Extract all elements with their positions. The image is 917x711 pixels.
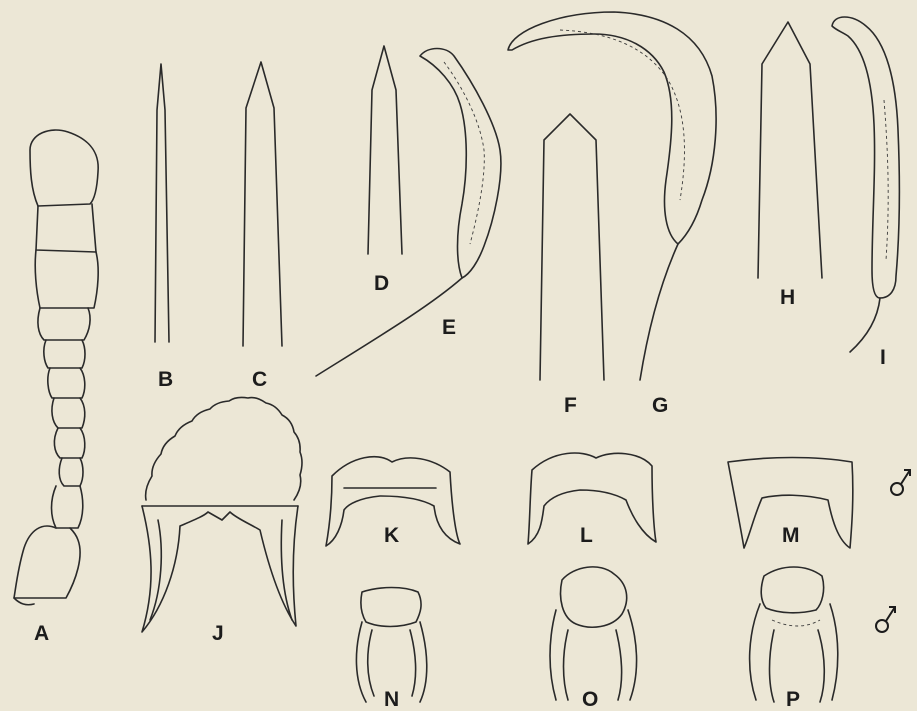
label-o: O: [582, 688, 598, 711]
plate-figure-p: [750, 567, 838, 702]
plate-figure-o: [550, 567, 637, 700]
male-symbol-icon-lower: [876, 607, 895, 632]
label-m: M: [782, 524, 800, 547]
spine-figure-e: [316, 49, 501, 377]
seta-figure-b: [155, 64, 169, 342]
plate-figure-j: [142, 397, 302, 632]
label-a: A: [34, 622, 49, 645]
label-g: G: [652, 394, 668, 417]
plate-figure-n: [356, 588, 426, 703]
antenna-figure-a: [14, 130, 98, 605]
seta-figure-f: [540, 114, 604, 380]
label-p: P: [786, 688, 800, 711]
seta-figure-d: [368, 46, 402, 254]
label-j: J: [212, 622, 224, 645]
male-symbol-icon-upper: [891, 470, 910, 495]
seta-figure-c: [243, 62, 282, 346]
label-d: D: [374, 272, 389, 295]
label-c: C: [252, 368, 267, 391]
label-h: H: [780, 286, 795, 309]
label-n: N: [384, 688, 399, 711]
label-b: B: [158, 368, 173, 391]
label-e: E: [442, 316, 456, 339]
spine-figure-i: [832, 17, 899, 352]
seta-figure-h: [758, 22, 822, 278]
label-k: K: [384, 524, 399, 547]
label-f: F: [564, 394, 577, 417]
spine-figure-g: [508, 12, 716, 380]
label-i: I: [880, 346, 886, 369]
label-l: L: [580, 524, 593, 547]
